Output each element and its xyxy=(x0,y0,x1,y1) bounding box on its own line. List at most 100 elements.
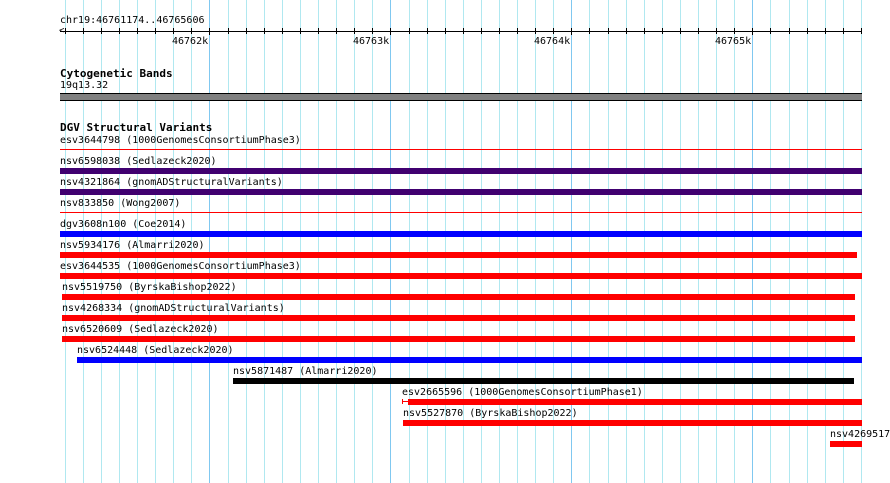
ruler-tick xyxy=(228,28,229,34)
ruler-label: 46763k xyxy=(353,36,390,47)
ruler-tick xyxy=(608,28,609,34)
variant-label[interactable]: esv2665596 (1000GenomesConsortiumPhase1) xyxy=(402,387,643,398)
grid-line xyxy=(65,0,66,483)
ruler-tick xyxy=(517,28,518,34)
ruler-tick xyxy=(680,28,681,34)
variant-bar[interactable] xyxy=(60,273,862,279)
ruler-tick xyxy=(843,28,844,34)
variant-bar[interactable] xyxy=(402,401,408,402)
grid-line xyxy=(228,0,229,483)
ruler-tick xyxy=(770,28,771,34)
ruler-tick xyxy=(409,28,410,34)
variant-label[interactable]: esv3644798 (1000GenomesConsortiumPhase3) xyxy=(60,135,301,146)
ruler-tick xyxy=(246,28,247,34)
grid-line xyxy=(535,0,536,483)
variant-bar[interactable] xyxy=(830,441,862,447)
variant-bar[interactable] xyxy=(403,420,862,426)
ruler-tick xyxy=(553,28,554,34)
grid-line xyxy=(680,0,681,483)
variant-label[interactable]: nsv6520609 (Sedlazeck2020) xyxy=(62,324,219,335)
grid-line xyxy=(481,0,482,483)
ruler-tick xyxy=(427,28,428,34)
grid-line xyxy=(264,0,265,483)
grid-line xyxy=(445,0,446,483)
ruler-tick xyxy=(463,28,464,34)
ruler-tick xyxy=(173,28,174,34)
ruler-tick xyxy=(825,28,826,34)
ruler-label: 46765k xyxy=(715,36,752,47)
ruler-tick xyxy=(789,28,790,34)
variant-label[interactable]: nsv6524448 (Sedlazeck2020) xyxy=(77,345,234,356)
variant-label[interactable]: nsv4321864 (gnomADStructuralVariants) xyxy=(60,177,283,188)
grid-line xyxy=(137,0,138,483)
variant-label[interactable]: nsv4268334 (gnomADStructuralVariants) xyxy=(62,303,285,314)
grid-line-major xyxy=(752,0,753,483)
ruler-tick xyxy=(662,28,663,34)
variant-bar[interactable] xyxy=(60,252,857,258)
ruler-tick xyxy=(372,28,373,34)
grid-line xyxy=(191,0,192,483)
ruler-tick xyxy=(336,28,337,34)
variant-label[interactable]: nsv4269517 xyxy=(830,429,890,440)
ruler-tick xyxy=(318,28,319,34)
variant-label[interactable]: nsv6598038 (Sedlazeck2020) xyxy=(60,156,217,167)
variant-label[interactable]: nsv5871487 (Almarri2020) xyxy=(233,366,378,377)
variant-bar[interactable] xyxy=(62,294,855,300)
variant-label[interactable]: nsv5527870 (ByrskaBishop2022) xyxy=(403,408,578,419)
grid-line-major xyxy=(571,0,572,483)
variant-bar[interactable] xyxy=(60,189,862,195)
variant-bar[interactable] xyxy=(60,168,862,174)
cyto-band-bar[interactable] xyxy=(60,93,862,101)
grid-line-major xyxy=(390,0,391,483)
grid-line xyxy=(336,0,337,483)
ruler-tick xyxy=(354,28,355,34)
variant-bar[interactable] xyxy=(233,378,854,384)
variant-label[interactable]: nsv833850 (Wong2007) xyxy=(60,198,181,209)
variant-label[interactable]: esv3644535 (1000GenomesConsortiumPhase3) xyxy=(60,261,301,272)
variant-bar[interactable] xyxy=(60,212,862,213)
ruler-tick xyxy=(101,28,102,34)
variant-bar[interactable] xyxy=(60,231,862,237)
ruler-tick xyxy=(535,28,536,34)
variant-bar[interactable] xyxy=(62,315,855,321)
grid-line xyxy=(246,0,247,483)
grid-line xyxy=(300,0,301,483)
variant-bar[interactable] xyxy=(402,399,403,404)
grid-line xyxy=(843,0,844,483)
grid-line xyxy=(861,0,862,483)
ruler-tick xyxy=(589,28,590,34)
scroll-left-arrow-icon[interactable]: < xyxy=(59,26,65,36)
ruler-tick xyxy=(83,28,84,34)
grid-line xyxy=(789,0,790,483)
ruler-label: 46764k xyxy=(534,36,571,47)
ruler-tick xyxy=(191,28,192,34)
variant-label[interactable]: dgv3608n100 (Coe2014) xyxy=(60,219,187,230)
ruler-tick xyxy=(137,28,138,34)
grid-line xyxy=(463,0,464,483)
grid-line xyxy=(173,0,174,483)
variant-bar[interactable] xyxy=(408,399,862,405)
grid-line xyxy=(626,0,627,483)
ruler-tick xyxy=(209,28,210,35)
grid-line xyxy=(807,0,808,483)
grid-line-major xyxy=(209,0,210,483)
grid-line xyxy=(354,0,355,483)
grid-line xyxy=(517,0,518,483)
variant-label[interactable]: nsv5519750 (ByrskaBishop2022) xyxy=(62,282,237,293)
grid-line xyxy=(282,0,283,483)
grid-line xyxy=(553,0,554,483)
variant-bar[interactable] xyxy=(62,336,855,342)
ruler-label: 46762k xyxy=(172,36,209,47)
grid-line xyxy=(644,0,645,483)
variant-bar[interactable] xyxy=(60,149,862,150)
variant-label[interactable]: nsv5934176 (Almarri2020) xyxy=(60,240,205,251)
grid-line xyxy=(825,0,826,483)
ruler-tick xyxy=(300,28,301,34)
ruler-tick xyxy=(390,28,391,35)
dgv-track-title: DGV Structural Variants xyxy=(60,121,213,134)
grid-line xyxy=(698,0,699,483)
ruler-tick xyxy=(698,28,699,34)
variant-bar[interactable] xyxy=(77,357,862,363)
ruler-tick xyxy=(571,28,572,35)
grid-line xyxy=(716,0,717,483)
